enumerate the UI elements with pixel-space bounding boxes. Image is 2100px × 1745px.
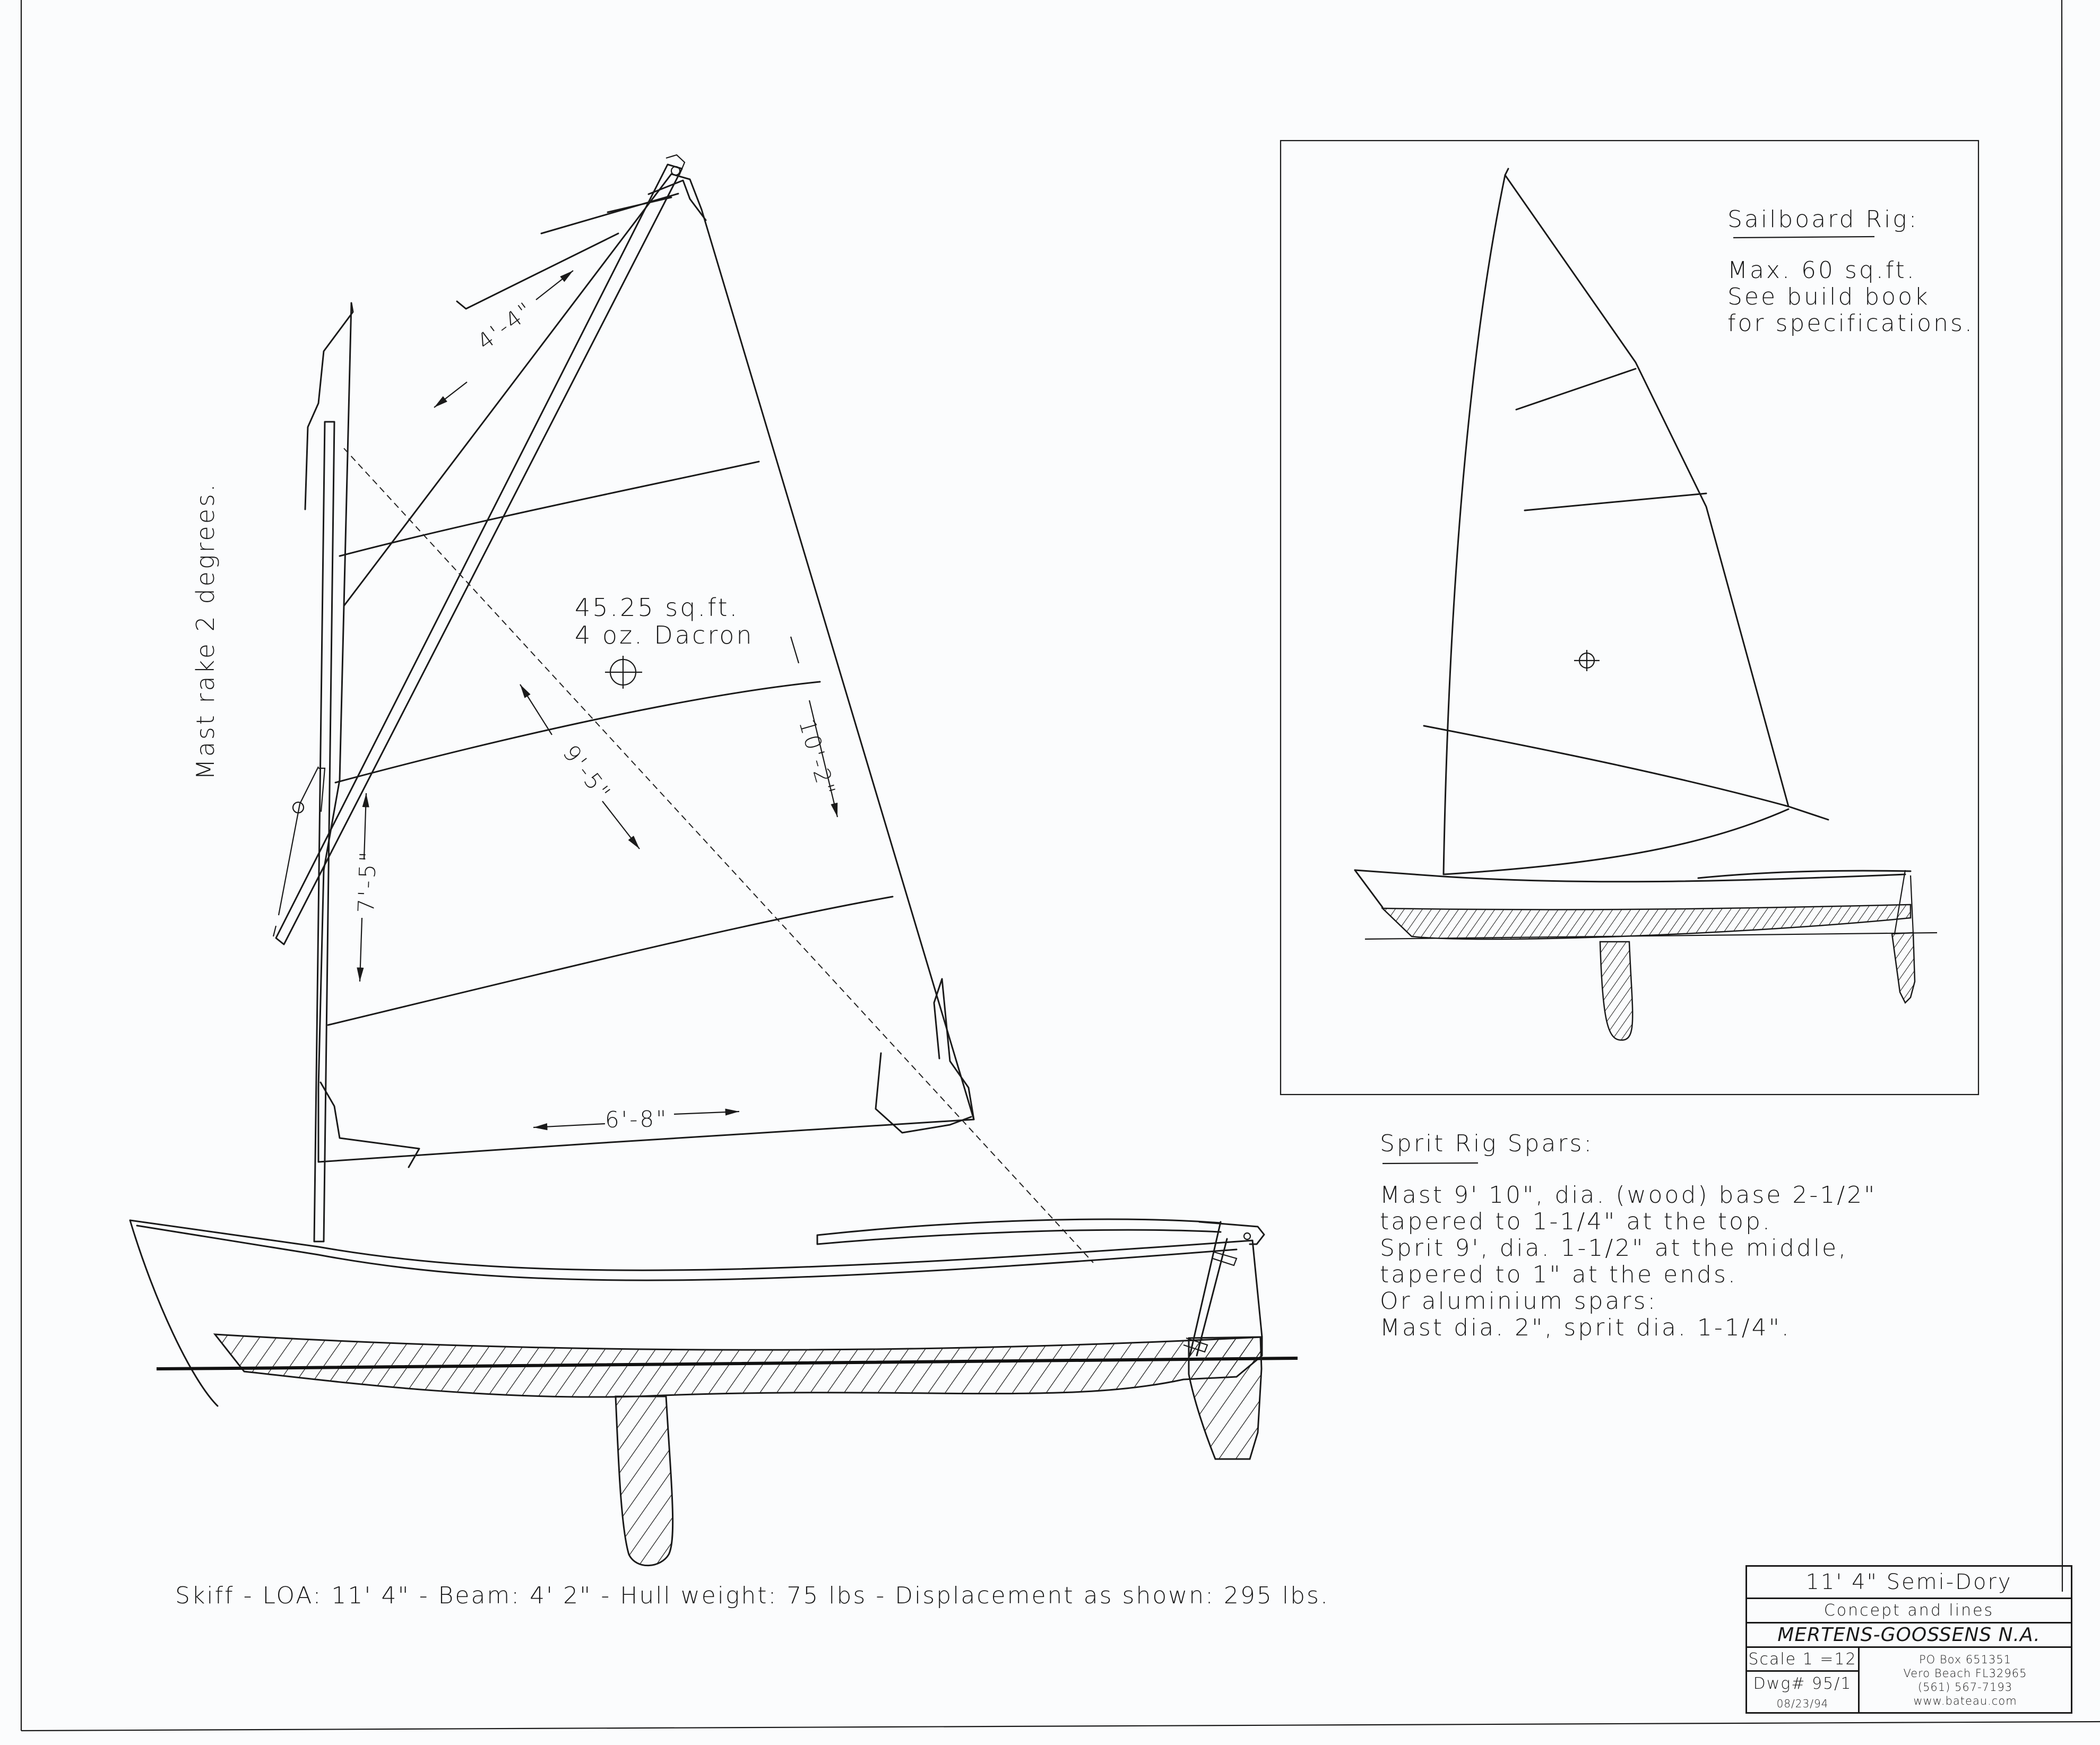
dimension-arrows bbox=[357, 270, 839, 1131]
address-cell: PO Box 651351 Vero Beach FL32965 (561) 5… bbox=[1860, 1648, 2071, 1712]
spars-heading: Sprit Rig Spars: bbox=[1380, 1130, 1594, 1157]
designer-name: MERTENS-GOOSSENS N.A. bbox=[1777, 1624, 2041, 1646]
inset-note-line: See build book bbox=[1727, 283, 1930, 310]
drawing-scale: Scale 1 =12 bbox=[1748, 1649, 1857, 1669]
drawing-title: 11' 4" Semi-Dory bbox=[1805, 1570, 2012, 1594]
sail-material-label: 4 oz. Dacron bbox=[575, 621, 754, 649]
mast-rake-note: Mast rake 2 degrees. bbox=[191, 482, 220, 780]
diagonal-measure-line bbox=[343, 448, 1094, 1263]
sail-area-label: 45.25 sq.ft. bbox=[575, 593, 740, 622]
scale-cell: Scale 1 =12 bbox=[1747, 1648, 1860, 1672]
drawing-number: Dwg# 95/1 bbox=[1753, 1674, 1852, 1693]
spars-note-line: Sprit 9', dia. 1-1/2" at the middle, bbox=[1380, 1235, 1848, 1262]
dwg-cell: Dwg# 95/1 08/23/94 bbox=[1747, 1672, 1860, 1712]
inset-box bbox=[1280, 140, 1980, 1096]
specs-caption: Skiff - LOA: 11' 4" - Beam: 4' 2" - Hull… bbox=[175, 1582, 1329, 1609]
spars-note-line: Or aluminium spars: bbox=[1380, 1288, 1658, 1315]
address-line: PO Box 651351 bbox=[1918, 1653, 2012, 1666]
sprit bbox=[272, 154, 686, 945]
spars-notes: Mast 9' 10", dia. (wood) base 2-1/2" tap… bbox=[1380, 1182, 1877, 1341]
main-hull bbox=[129, 1218, 1298, 1567]
subtitle-row: Concept and lines bbox=[1747, 1599, 2071, 1624]
title-block: 11' 4" Semi-Dory Concept and lines MERTE… bbox=[1745, 1565, 2072, 1714]
center-of-effort-icon bbox=[605, 656, 642, 689]
title-row: 11' 4" Semi-Dory bbox=[1747, 1567, 2071, 1599]
waterline bbox=[156, 1357, 1298, 1370]
drawing-subtitle: Concept and lines bbox=[1824, 1601, 1994, 1620]
address-line: (561) 567-7193 bbox=[1917, 1680, 2013, 1694]
spars-note-line: tapered to 1" at the ends. bbox=[1380, 1261, 1738, 1288]
spars-note-line: tapered to 1-1/4" at the top. bbox=[1380, 1208, 1772, 1235]
page-border bbox=[20, 0, 2100, 1732]
website-link[interactable]: www.bateau.com bbox=[1913, 1694, 2017, 1707]
spars-note-line: Mast dia. 2", sprit dia. 1-1/4". bbox=[1380, 1314, 1791, 1341]
inset-heading: Sailboard Rig: bbox=[1727, 206, 1919, 233]
designer-row: MERTENS-GOOSSENS N.A. bbox=[1747, 1624, 2071, 1648]
main-sail bbox=[304, 173, 975, 1168]
inset-notes: Max. 60 sq.ft. See build book for specif… bbox=[1727, 257, 1974, 337]
inset-note-line: for specifications. bbox=[1727, 310, 1974, 337]
address-line: Vero Beach FL32965 bbox=[1903, 1666, 2027, 1680]
dimension-foot: 6'-8" bbox=[604, 1105, 669, 1133]
inset-note-line: Max. 60 sq.ft. bbox=[1727, 257, 1916, 284]
dimension-luff: 7'-5" bbox=[353, 849, 382, 914]
spars-note-line: Mast 9' 10", dia. (wood) base 2-1/2" bbox=[1380, 1182, 1877, 1209]
mast bbox=[313, 421, 335, 1243]
drawing-date: 08/23/94 bbox=[1776, 1697, 1829, 1710]
